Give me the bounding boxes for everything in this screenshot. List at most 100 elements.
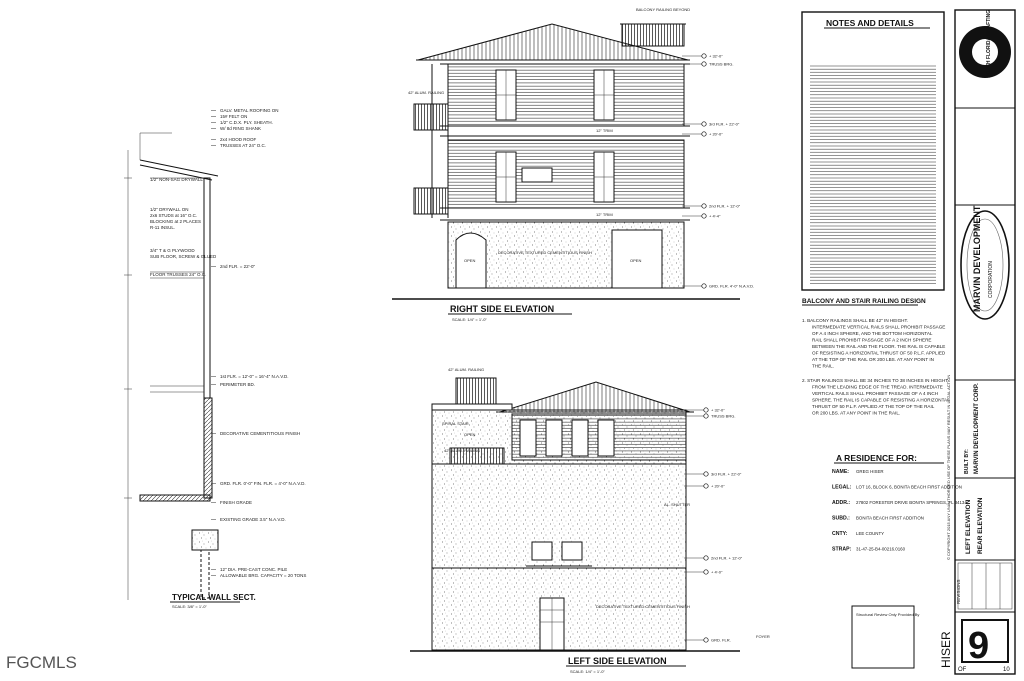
railing-title: BALCONY AND STAIR RAILING DESIGN xyxy=(802,298,926,305)
wall-note: DECORATIVE CEMENTITIOUS FINISH xyxy=(220,431,300,436)
level-marker: 3rd FLR. + 22'-0" xyxy=(709,122,740,127)
residence-field-value: GREG HISER xyxy=(856,469,884,474)
railing-note-line: AT THE TOP OF THE RAIL OR 200 LBS. AT AN… xyxy=(812,357,934,362)
wall-note: 1/2" DRYWALL ON xyxy=(150,207,188,212)
left-elevation-title: LEFT SIDE ELEVATION xyxy=(568,656,667,666)
engineer-stamp xyxy=(851,605,915,669)
right-trim-label-1: 12" TRIM xyxy=(596,128,613,133)
residence-field-label: NAME: xyxy=(832,469,849,475)
left-rail-label-2: 42" ALUM. RAILING xyxy=(444,448,480,453)
railing-note-line: OR 200 LBS. AT ANY POINT IN THE RAIL. xyxy=(812,411,900,416)
residence-field-value: BONITA BEACH FIRST ADDITION xyxy=(856,516,924,521)
railing-note-line: THE RAIL. xyxy=(812,364,834,369)
wall-note: R-11 INSUL. xyxy=(150,225,175,230)
residence-field-value: 27802 FORESTER DRIVE BONITA SPRINGS, FL … xyxy=(856,500,967,505)
right-side-elevation: + 32'-0" TRUSS BRG. 3rd FLR. + 22'-0" + 20'… xyxy=(392,23,754,300)
level-marker: + 20'-0" xyxy=(711,484,725,489)
owner-name: HISER xyxy=(939,631,953,668)
residence-field-label: LEGAL: xyxy=(832,485,852,491)
level-marker: GRD. FLR. 4'-0" N.A.V.D. xyxy=(709,284,754,289)
railing-note-line: RAIL SHALL PROHIBIT PASSAGE OF A 2 INCH … xyxy=(812,338,931,343)
railing-note-line: BETWEEN THE RAIL AND THE FLOOR. THE RAIL… xyxy=(812,344,945,349)
railing-note-line: SPHERE. THE RAIL IS CAPABLE OF RESISTING… xyxy=(812,398,950,403)
title-block xyxy=(954,9,1016,675)
level-marker: 2nd FLR. + 12'-0" xyxy=(711,556,743,561)
wall-note: 12" DIA. PRE-CAST CONC. PILE xyxy=(220,567,287,572)
sheet-title-2: REAR ELEVATION xyxy=(977,497,984,554)
wall-note: ALLOWABLE BRG. CAPACITY = 20 TONS xyxy=(220,573,306,578)
railing-note-line: THRUST OF 50 P.L.F. APPLIED AT THE TOP O… xyxy=(812,404,935,409)
residence-field-label: SUBD.: xyxy=(832,516,850,522)
residence-field-label: CNTY: xyxy=(832,531,848,537)
wall-note: GALV. METAL ROOFING ON xyxy=(220,108,279,113)
mls-watermark: FGCMLS xyxy=(6,653,77,672)
wall-note: 2x6 STUDS at 16" O.C. xyxy=(150,213,197,218)
wall-note: 1/2" NON-SAG DRYWALL xyxy=(150,177,203,182)
railing-note-line: 1. BALCONY RAILINGS SHALL BE 42" IN HEIG… xyxy=(802,318,908,323)
residence-field-label: STRAP: xyxy=(832,547,852,553)
right-deco-label: DECORATIVE TEXTURED CEMENTITIOUS FINISH xyxy=(498,250,592,255)
left-open-label: OPEN xyxy=(464,432,475,437)
wall-note: SUB FLOOR, SCREW & GLUED xyxy=(150,254,217,259)
right-elevation-title: RIGHT SIDE ELEVATION xyxy=(450,304,554,314)
residence-field-label: ADDR.: xyxy=(832,500,850,506)
right-top-label: BALCONY RAILING BEYOND xyxy=(636,7,690,12)
drafting-name: SOUTH FLORIDA DRAFTING xyxy=(986,10,992,78)
level-marker: + 4'-0" xyxy=(711,570,723,575)
right-open-2: OPEN xyxy=(630,258,641,263)
right-open-1: OPEN xyxy=(464,258,475,263)
railing-note-line: VERTICAL RAILS SHALL PROHIBIT PASSAGE OF… xyxy=(812,391,938,396)
sheet-total: 10 xyxy=(1003,667,1010,673)
company-name-2: CORPORATION xyxy=(988,261,994,298)
residence-field-value: 31-47-25-B4-00216.0160 xyxy=(856,547,906,552)
wall-note: PERIMETER BD. xyxy=(220,382,255,387)
level-marker: GRD. FLR. xyxy=(711,638,731,643)
wall-note: W/ 8d RING SHANK xyxy=(220,126,261,131)
left-spiral-label: SPIRAL STAIR xyxy=(442,421,469,426)
left-rail-label: 42" ALUM. RAILING xyxy=(448,367,484,372)
sheet-of: OF xyxy=(958,667,967,673)
copyright-note: © COPYRIGHT 2015 ANY UNAUTHORIZED USE OF… xyxy=(946,375,951,560)
left-foyer-label: FOYER xyxy=(756,634,770,639)
level-marker: + 32'-0" xyxy=(709,54,723,59)
right-rail-label: 42" ALUM. RAILING xyxy=(408,90,444,95)
company-logo xyxy=(960,210,1010,320)
level-marker: + 20'-0" xyxy=(709,132,723,137)
railing-note-line: INTERMEDIATE VERTICAL RAILS SHALL PROHIB… xyxy=(812,325,945,330)
wall-note: 15# FELT ON xyxy=(220,114,247,119)
level-marker: 3rd FLR. + 22'-0" xyxy=(711,472,742,477)
wall-note: BLOCKING at 2 PLACES xyxy=(150,219,201,224)
sheet-number: 9 xyxy=(968,625,989,667)
wall-note: TRUSSES AT 24" O.C. xyxy=(220,143,266,148)
right-elevation-scale: SCALE: 1/4" = 1'-0" xyxy=(452,317,487,322)
notes-lines xyxy=(810,64,936,284)
wall-note: 3/4" T & G PLYWOOD xyxy=(150,248,195,253)
residence-title: A RESIDENCE FOR: xyxy=(836,453,917,463)
level-marker: TRUSS BRG. xyxy=(711,414,735,419)
level-marker: + 4'-4" xyxy=(709,214,721,219)
typical-wall-section xyxy=(124,110,219,600)
wall-note: 1st FLR. = 12'-0" = 16'-4" N.A.V.D. xyxy=(220,374,289,379)
left-deco-label: DECORATIVE TEXTURED CEMENTITIOUS FINISH xyxy=(596,604,690,609)
wall-note: 1/2" C.D.X. PLY. SHEATH. xyxy=(220,120,273,125)
wall-note: 2nd FLR. = 22'-0" xyxy=(220,264,256,269)
wall-note: EXISTING GRADE 3.5" N.A.V.D. xyxy=(220,517,286,522)
residence-fields: NAME: GREG HISER LEGAL: LOT 16, BLOCK 6, BO… xyxy=(832,469,967,553)
wall-note: GRD. FLR. 0'-0" FIN. FLR. = 4'-0" N.A.V.… xyxy=(220,481,306,486)
builder-name: MARVIN DEVELOPMENT CORP. xyxy=(974,383,980,474)
wall-section-scale: SCALE: 3/8" = 1'-0" xyxy=(172,604,207,609)
revisions-label: REVISIONS xyxy=(956,579,961,604)
company-name: MARVIN DEVELOPMENT xyxy=(972,205,982,312)
railing-note-line: 2. STAIR RAILINGS SHALL BE 34 INCHES TO … xyxy=(802,378,948,383)
level-marker: TRUSS BRG. xyxy=(709,62,733,67)
stamp-text: Structural Review Only Provided By xyxy=(856,612,919,617)
left-side-elevation: + 32'-0"TRUSS BRG.3rd FLR. + 22'-0"+ 20'… xyxy=(410,377,743,652)
sheet-title-1: LEFT ELEVATION xyxy=(965,499,972,554)
level-marker: 2nd FLR. + 12'-0" xyxy=(709,204,741,209)
railing-note-line: OF A 4 INCH SPHERE, AND THE BOTTOM HORIZ… xyxy=(812,331,933,336)
residence-field-value: LOT 16, BLOCK 6, BONITA BEACH FIRST ADDI… xyxy=(856,485,962,490)
railing-note-line: FROM THE LEADING EDGE OF THE TREAD. INTE… xyxy=(812,385,943,390)
railing-note-line: OF RESISTING A HORIZONTAL THRUST OF 50 P… xyxy=(812,351,946,356)
